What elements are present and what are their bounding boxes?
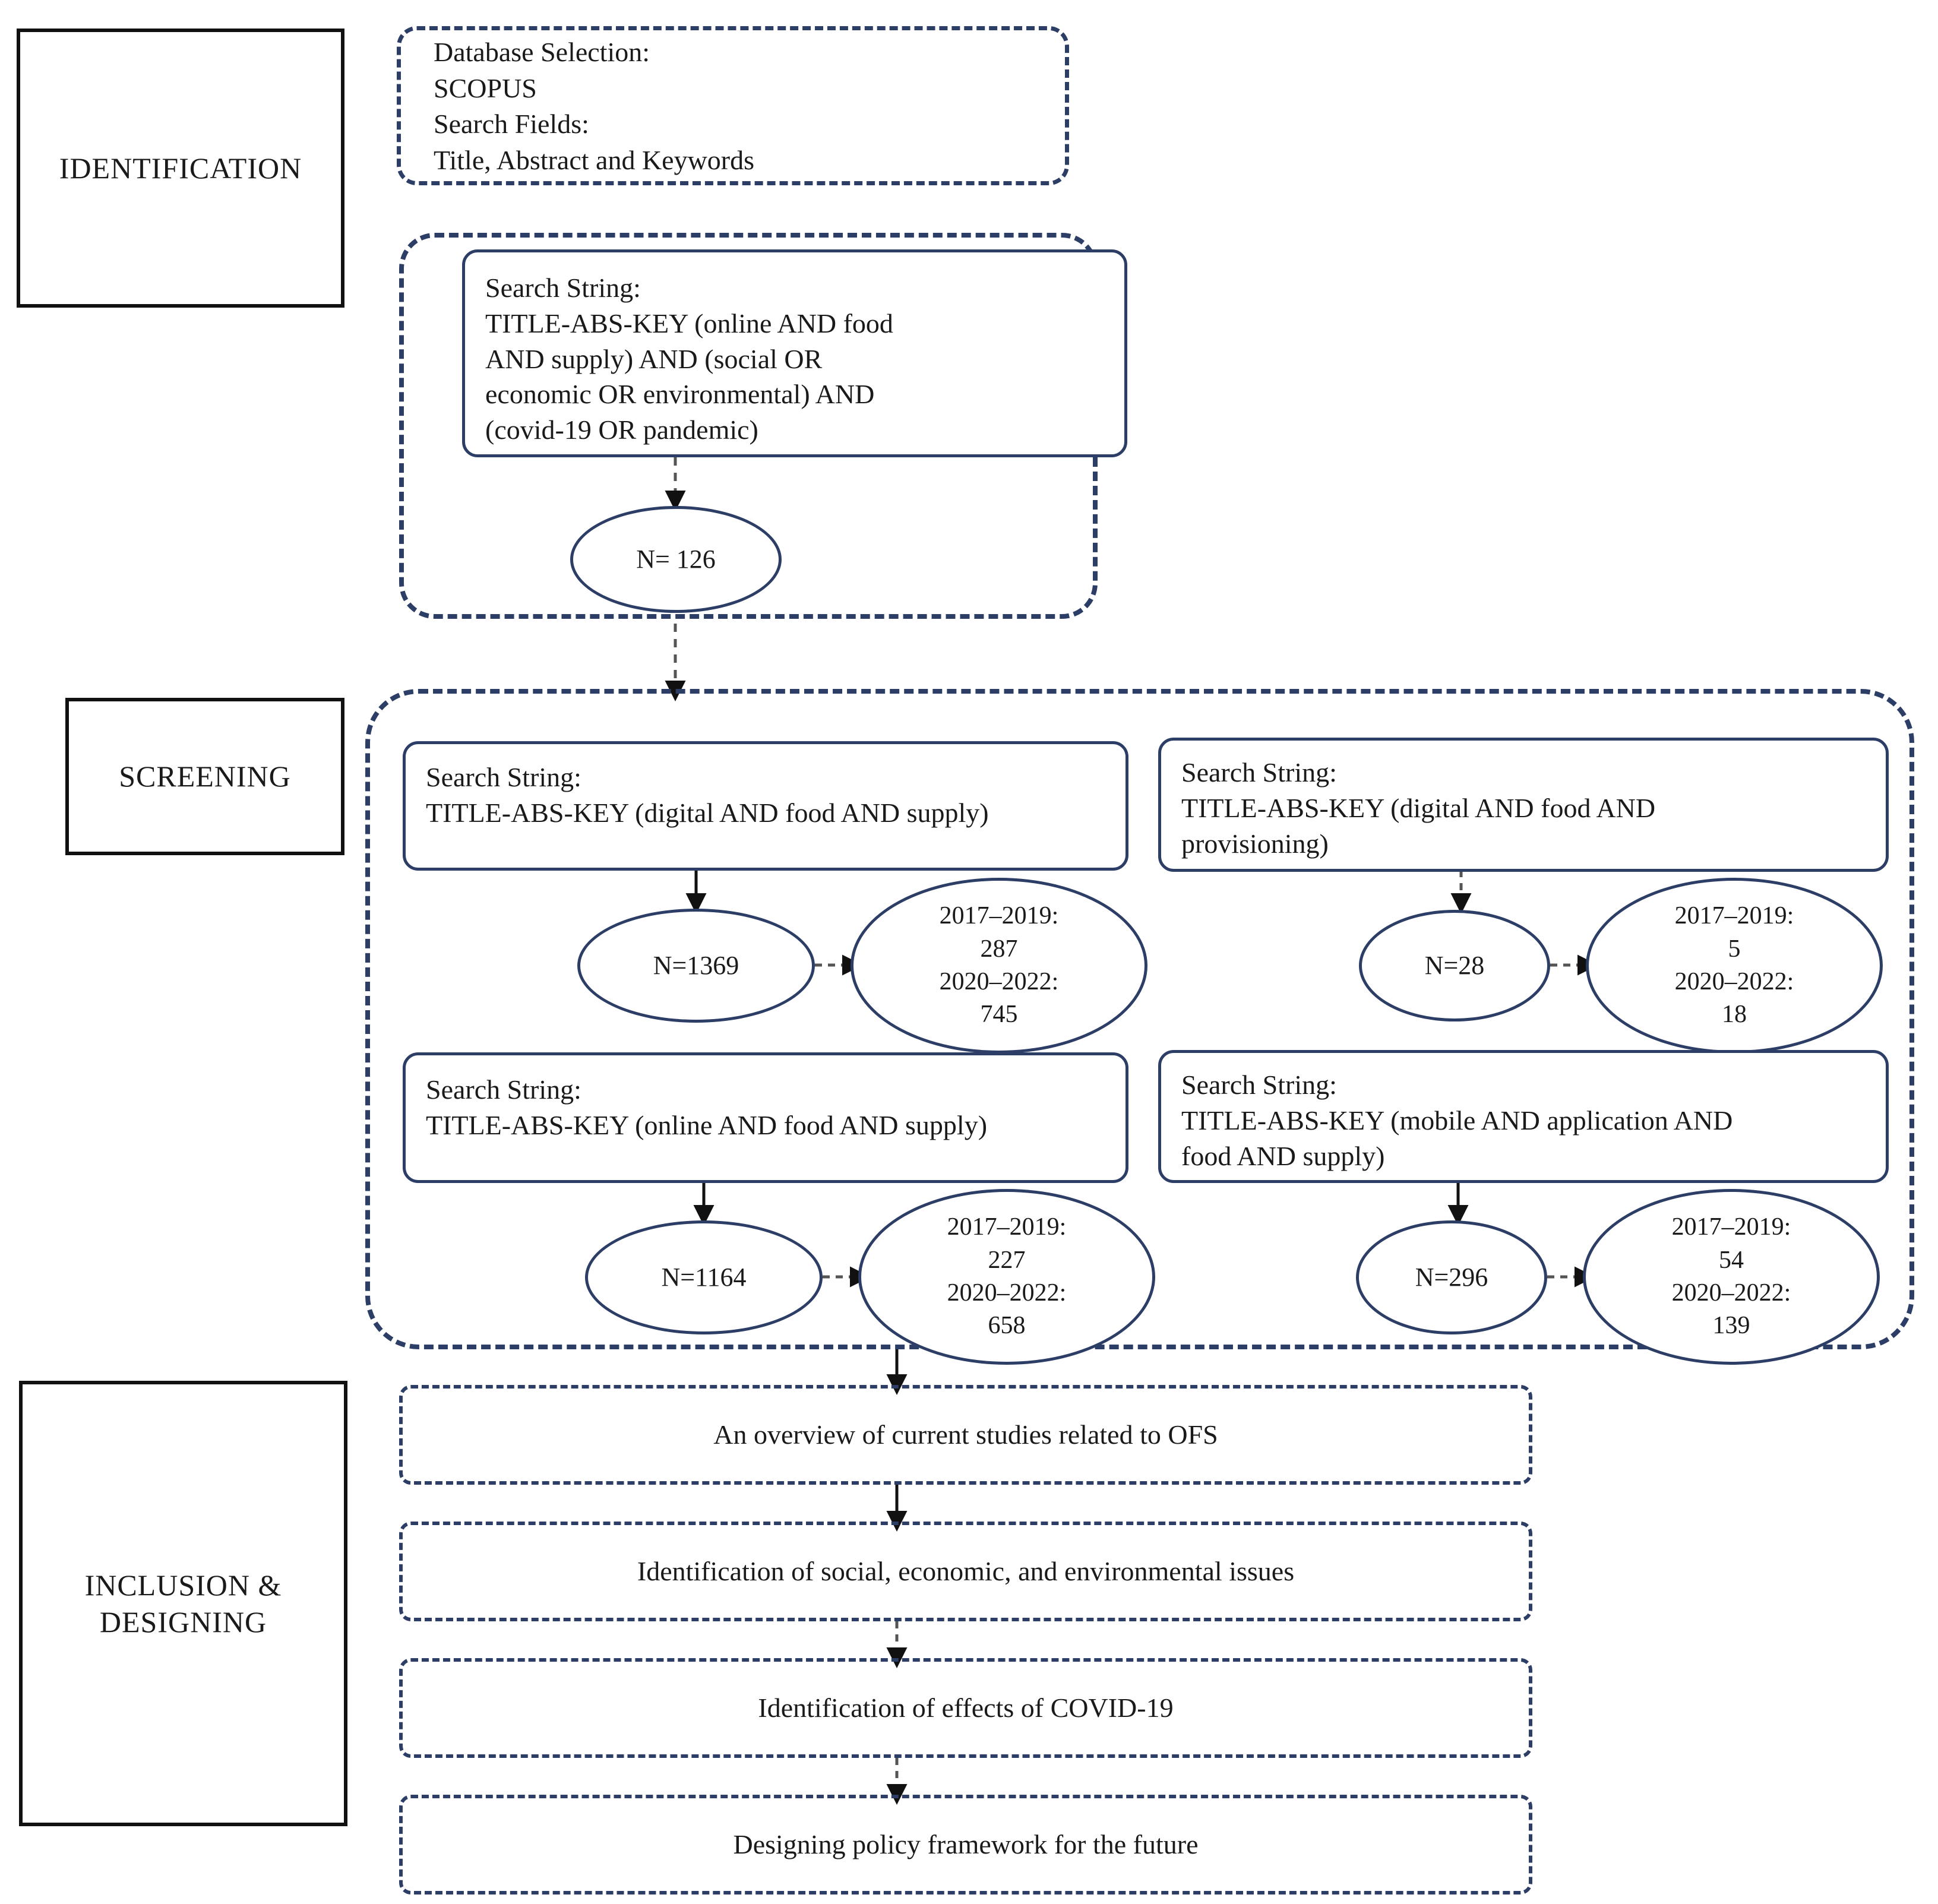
screening-count-value-4: N=296 (1415, 1262, 1488, 1292)
inclusion-step-text-2: Identification of social, economic, and … (637, 1556, 1295, 1587)
screening-query-box-digital-food-supply: Search String: TITLE-ABS-KEY (digital AN… (403, 741, 1128, 871)
inclusion-step-box-overview-studies (399, 1385, 1532, 1485)
screening-breakdown-text-1: 2017–2019: 287 2020–2022: 745 (939, 902, 1059, 1029)
screening-count-ellipse-2: N=28 (1359, 910, 1550, 1021)
identification-result-value: N= 126 (636, 544, 716, 574)
inclusion-step-label-overview-studies: An overview of current studies related t… (399, 1385, 1532, 1485)
screening-query-box-digital-food-provisioning: Search String: TITLE-ABS-KEY (digital AN… (1158, 738, 1889, 872)
identification-search-label: Search String: (485, 273, 641, 303)
screening-query-text-1: TITLE-ABS-KEY (digital AND food AND supp… (426, 797, 989, 828)
screening-count-value-1: N=1369 (653, 950, 739, 980)
identification-result-ellipse: N= 126 (570, 506, 782, 613)
database-selection-line-4: Title, Abstract and Keywords (434, 145, 755, 176)
screening-query-text-3: TITLE-ABS-KEY (online AND food AND suppl… (426, 1109, 988, 1140)
screening-query-label-4: Search String: (1181, 1070, 1337, 1100)
identification-search-query: TITLE-ABS-KEY (online AND food AND suppl… (485, 308, 893, 445)
inclusion-step-label-identification-covid: Identification of effects of COVID-19 (399, 1658, 1532, 1758)
database-selection-box (397, 26, 1069, 185)
inclusion-step-box-identification-covid (399, 1658, 1532, 1758)
inclusion-step-label-designing-policy: Designing policy framework for the futur… (399, 1795, 1532, 1894)
screening-count-ellipse-4: N=296 (1356, 1220, 1547, 1334)
screening-query-label-2: Search String: (1181, 757, 1337, 787)
database-selection-text: Database Selection: SCOPUS Search Fields: T… (434, 34, 1051, 215)
identification-search-string-box: Search String: TITLE-ABS-KEY (online AND… (462, 249, 1127, 457)
screening-breakdown-text-4: 2017–2019: 54 2020–2022: 139 (1671, 1213, 1791, 1340)
inclusion-step-box-designing-policy (399, 1795, 1532, 1894)
screening-breakdown-text-2: 2017–2019: 5 2020–2022: 18 (1674, 902, 1794, 1029)
stage-box-identification: IDENTIFICATION (17, 29, 344, 308)
screening-breakdown-ellipse-2: 2017–2019: 5 2020–2022: 18 (1586, 878, 1883, 1054)
stage-box-screening: SCREENING (65, 698, 344, 855)
screening-query-box-mobile-application-food-supply: Search String: TITLE-ABS-KEY (mobile AND… (1158, 1050, 1889, 1183)
stage-label-identification: IDENTIFICATION (59, 151, 302, 185)
stage-box-inclusion-designing: INCLUSION & DESIGNING (19, 1381, 347, 1826)
screening-query-label-3: Search String: (426, 1074, 581, 1105)
screening-query-text-2: TITLE-ABS-KEY (digital AND food AND prov… (1181, 792, 1656, 859)
database-selection-line-2: SCOPUS (434, 72, 537, 103)
database-selection-line-3: Search Fields: (434, 109, 589, 140)
screening-count-value-2: N=28 (1424, 950, 1485, 980)
screening-container (365, 689, 1914, 1349)
database-selection-line-1: Database Selection: (434, 37, 650, 67)
inclusion-step-text-1: An overview of current studies related t… (713, 1419, 1218, 1450)
screening-breakdown-ellipse-4: 2017–2019: 54 2020–2022: 139 (1583, 1189, 1880, 1365)
inclusion-step-box-identification-issues (399, 1522, 1532, 1621)
screening-breakdown-text-3: 2017–2019: 227 2020–2022: 658 (947, 1213, 1067, 1340)
screening-query-text-4: TITLE-ABS-KEY (mobile AND application AN… (1181, 1105, 1733, 1171)
screening-count-ellipse-3: N=1164 (585, 1220, 823, 1334)
screening-query-label-1: Search String: (426, 762, 581, 792)
screening-count-value-3: N=1164 (661, 1262, 747, 1292)
inclusion-step-text-4: Designing policy framework for the futur… (733, 1829, 1199, 1860)
inclusion-step-text-3: Identification of effects of COVID-19 (758, 1693, 1174, 1723)
screening-breakdown-ellipse-3: 2017–2019: 227 2020–2022: 658 (858, 1189, 1155, 1365)
inclusion-step-label-identification-issues: Identification of social, economic, and … (399, 1522, 1532, 1621)
stage-label-inclusion-designing: INCLUSION & DESIGNING (84, 1568, 282, 1639)
screening-query-box-online-food-supply: Search String: TITLE-ABS-KEY (online AND… (403, 1052, 1128, 1183)
stage-label-screening: SCREENING (119, 760, 291, 793)
screening-breakdown-ellipse-1: 2017–2019: 287 2020–2022: 745 (851, 878, 1147, 1054)
screening-count-ellipse-1: N=1369 (577, 909, 815, 1023)
